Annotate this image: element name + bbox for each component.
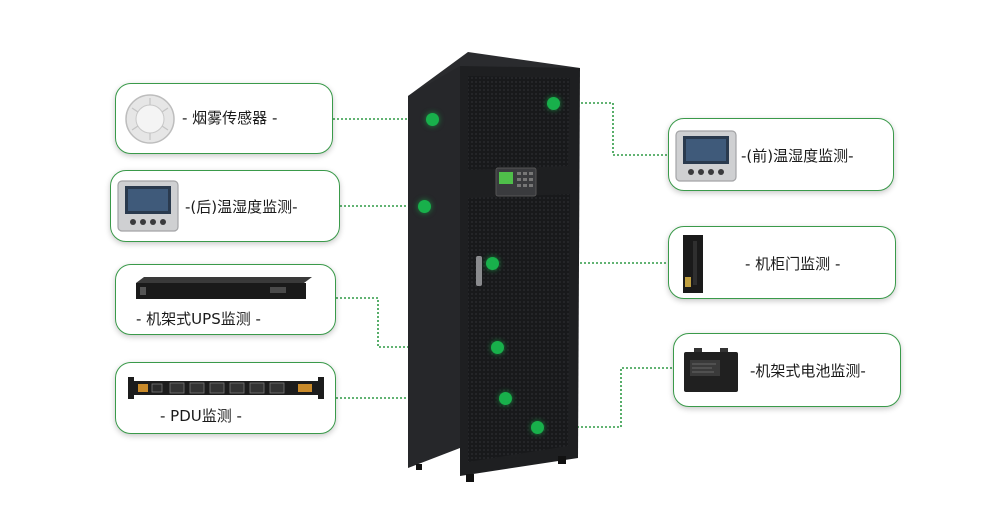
sensor-dot-battery — [531, 421, 544, 434]
smoke-detector-icon — [125, 94, 175, 144]
sensor-dot-pdu — [499, 392, 512, 405]
rack-ups-label: - 机架式UPS监测 - — [136, 310, 261, 328]
sensor-dot-front-th — [547, 97, 560, 110]
sensor-dot-smoke — [426, 113, 439, 126]
card-smoke-sensor: - 烟雾传感器 - — [115, 83, 333, 154]
connector-front-th — [553, 102, 668, 156]
battery-icon — [684, 348, 738, 392]
smoke-sensor-label: - 烟雾传感器 - — [182, 109, 278, 127]
card-rack-battery: -机架式电池监测- — [673, 333, 901, 407]
door-sensor-icon — [683, 235, 703, 293]
pdu-strip-icon — [128, 377, 324, 399]
front-temp-humidity-label: -(前)温湿度监测- — [741, 147, 854, 165]
card-rack-ups: - 机架式UPS监测 - — [115, 264, 336, 335]
connector-ups — [336, 297, 497, 348]
rear-temp-humidity-label: -(后)温湿度监测- — [185, 198, 298, 216]
temperature-humidity-panel-icon — [675, 130, 737, 182]
sensor-dot-ups — [491, 341, 504, 354]
connector-battery — [537, 367, 673, 428]
cabinet-door-label: - 机柜门监测 - — [745, 255, 841, 273]
rack-battery-label: -机架式电池监测- — [750, 362, 866, 380]
card-front-temp-humidity: -(前)温湿度监测- — [668, 118, 894, 191]
pdu-label: - PDU监测 - — [160, 407, 242, 425]
sensor-dot-rear-th — [418, 200, 431, 213]
rack-ups-icon — [136, 277, 312, 299]
card-rear-temp-humidity: -(后)温湿度监测- — [110, 170, 340, 242]
sensor-dot-door — [486, 257, 499, 270]
card-pdu: - PDU监测 - — [115, 362, 336, 434]
card-cabinet-door: - 机柜门监测 - — [668, 226, 896, 299]
temperature-humidity-panel-icon — [117, 180, 179, 232]
